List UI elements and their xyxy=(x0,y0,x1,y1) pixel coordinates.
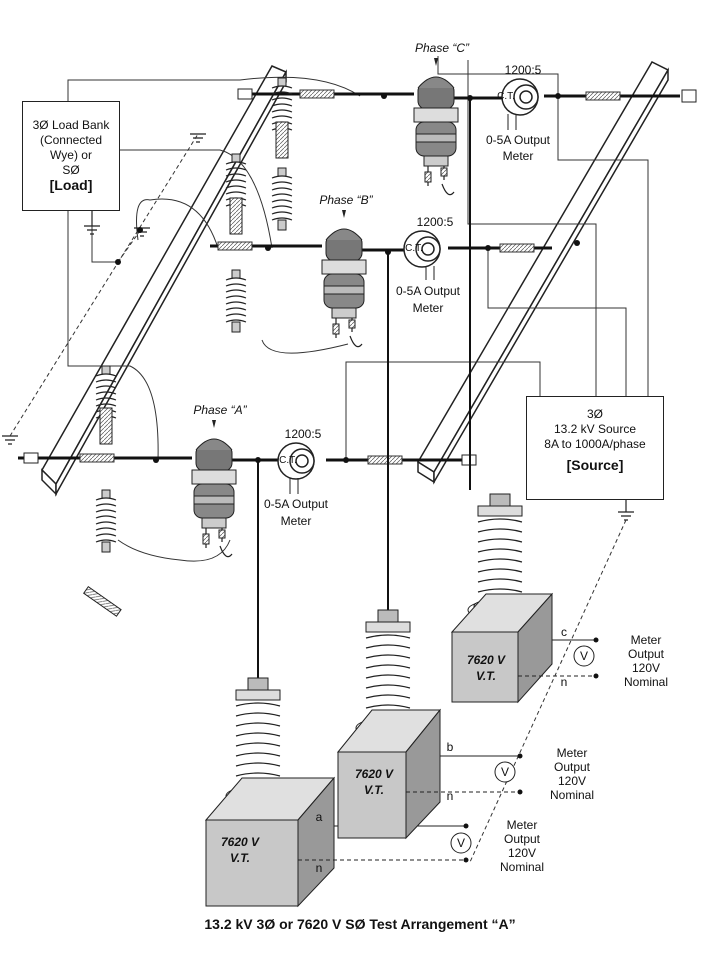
ct-b-output: 0-5A Output xyxy=(395,284,461,298)
ct-a-tag: C.T. xyxy=(279,455,297,466)
meter-output-a: Meter Output 120V Nominal xyxy=(490,818,554,874)
phase-b-label: Phase “B” xyxy=(319,193,373,207)
vt-a-label: 7620 V V.T. xyxy=(210,834,270,866)
source-title: [Source] xyxy=(566,457,624,473)
ct-a-ratio: 1200:5 xyxy=(284,427,322,441)
ct-b-ratio: 1200:5 xyxy=(416,215,454,229)
source-box: 3Ø 13.2 kV Source 8A to 1000A/phase [Sou… xyxy=(526,396,664,500)
ct-c-meter: Meter xyxy=(502,149,534,163)
ct-c-output: 0-5A Output xyxy=(485,133,551,147)
meter-output-a-2: Output xyxy=(503,832,541,846)
meter-output-c-1: Meter xyxy=(630,633,662,647)
vt-c xyxy=(450,493,599,704)
ct-phase-b xyxy=(403,230,441,280)
vt-b-label: 7620 V V.T. xyxy=(344,766,404,798)
vt-b-line1: 7620 V xyxy=(354,767,394,781)
vt-a xyxy=(204,677,469,908)
meter-output-a-3: 120V xyxy=(507,846,537,860)
control-wiring xyxy=(67,56,649,562)
meter-output-a-4: Nominal xyxy=(499,860,544,874)
vt-a-hot-label: a xyxy=(315,810,323,824)
load-line4: SØ xyxy=(62,163,80,177)
vt-c-label: 7620 V V.T. xyxy=(456,652,516,684)
ct-a-output: 0-5A Output xyxy=(263,497,329,511)
vt-a-line2: V.T. xyxy=(229,851,250,865)
meter-output-b-1: Meter xyxy=(556,746,588,760)
ct-c-ratio: 1200:5 xyxy=(504,63,542,77)
vt-b-hot-label: b xyxy=(446,740,454,754)
source-line3: 8A to 1000A/phase xyxy=(544,437,646,451)
meter-output-b-4: Nominal xyxy=(549,788,594,802)
ct-b-tag: C.T. xyxy=(405,243,423,254)
ct-c-tag: C.T. xyxy=(497,91,515,102)
vt-b xyxy=(336,609,523,840)
source-line1: 3Ø xyxy=(586,407,603,421)
ct-a-meter: Meter xyxy=(280,514,312,528)
recloser-phase-c xyxy=(413,57,459,196)
junction-dots xyxy=(115,93,580,463)
meter-output-a-1: Meter xyxy=(506,818,538,832)
load-title: [Load] xyxy=(49,177,93,193)
load-line3: Wye) or xyxy=(50,148,92,162)
meter-output-b: Meter Output 120V Nominal xyxy=(540,746,604,802)
vt-c-neutral-label: n xyxy=(560,675,568,689)
ct-phase-c xyxy=(501,78,539,130)
vt-c-hot-label: c xyxy=(561,625,567,639)
phase-c-label: Phase “C” xyxy=(414,41,470,55)
recloser-phase-b xyxy=(321,209,367,348)
phase-a-label: Phase “A” xyxy=(193,403,247,417)
ct-b-meter: Meter xyxy=(412,301,444,315)
cross-arm-right xyxy=(416,61,670,485)
figure-caption: 13.2 kV 3Ø or 7620 V SØ Test Arrangement… xyxy=(204,916,516,932)
meter-output-c: Meter Output 120V Nominal xyxy=(614,633,678,689)
meter-output-c-3: 120V xyxy=(631,661,661,675)
load-bank-box: 3Ø Load Bank (Connected Wye) or SØ [Load… xyxy=(22,101,120,211)
load-line2: (Connected xyxy=(39,133,103,147)
vt-c-line2: V.T. xyxy=(475,669,496,683)
vt-c-line1: 7620 V xyxy=(466,653,506,667)
recloser-phase-a xyxy=(191,419,237,558)
arm-insulators xyxy=(95,77,293,553)
meter-output-b-2: Output xyxy=(553,760,591,774)
vt-drops xyxy=(257,98,471,680)
vt-b-line2: V.T. xyxy=(363,783,384,797)
vt-a-neutral-label: n xyxy=(315,861,323,875)
meter-v-c-label: V xyxy=(579,649,588,663)
fuse-link xyxy=(83,586,122,617)
meter-v-b-label: V xyxy=(500,765,509,779)
load-line1: 3Ø Load Bank xyxy=(32,118,110,132)
source-line2: 13.2 kV Source xyxy=(553,422,637,436)
ct-phase-a xyxy=(277,442,315,494)
meter-v-a-label: V xyxy=(456,836,465,850)
vt-a-line1: 7620 V xyxy=(220,835,260,849)
vt-b-neutral-label: n xyxy=(446,789,454,803)
meter-output-c-4: Nominal xyxy=(623,675,668,689)
dashed-ground-leads xyxy=(9,133,627,863)
meter-output-b-3: 120V xyxy=(557,774,587,788)
meter-output-c-2: Output xyxy=(627,647,665,661)
